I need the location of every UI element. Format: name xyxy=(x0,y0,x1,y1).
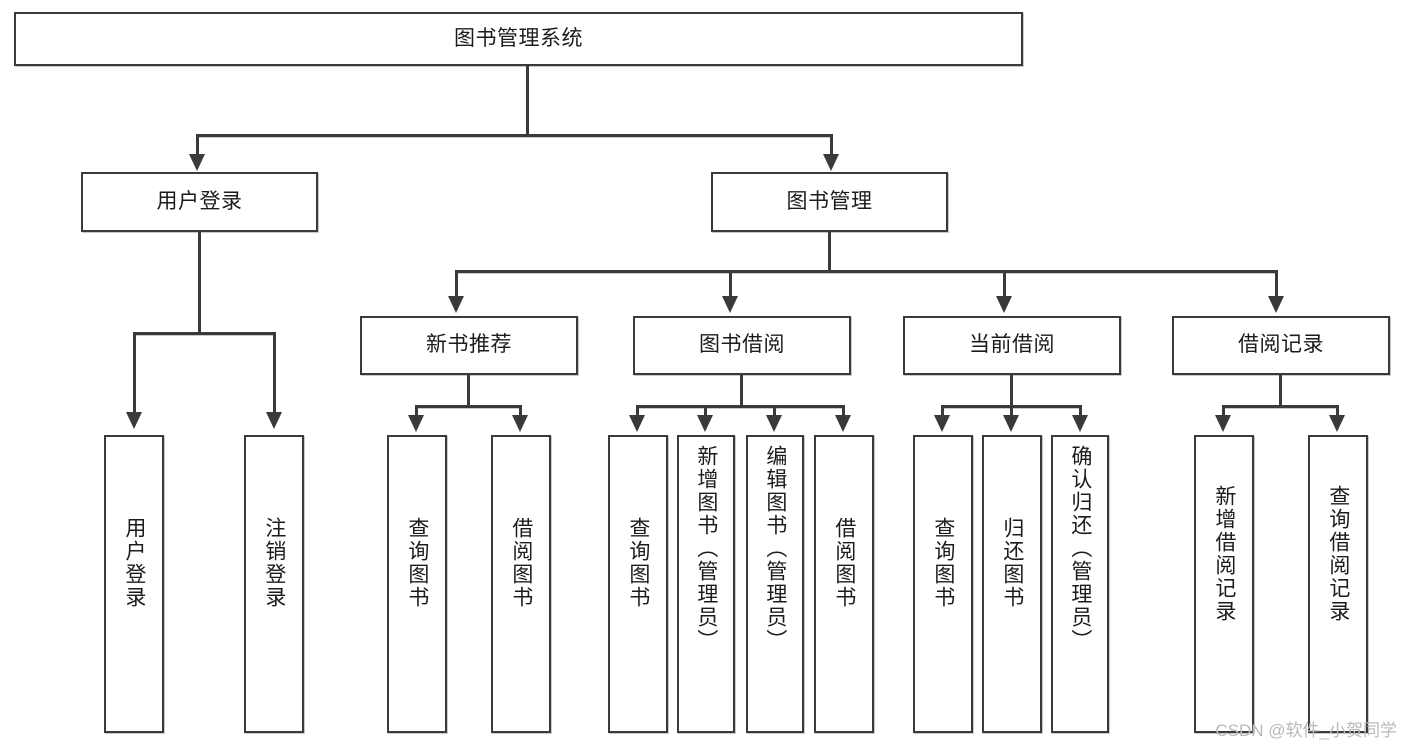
connector-drop-bb-add xyxy=(704,405,707,417)
node-current-borrow[interactable]: 当前借阅 xyxy=(903,316,1121,375)
connector-drop-bb-query xyxy=(636,405,639,417)
node-label: 图书管理 xyxy=(786,189,873,213)
leaf-label: 注销登录 xyxy=(262,517,286,609)
node-label: 图书借阅 xyxy=(699,333,785,357)
arrowhead-cb-confirm xyxy=(1072,415,1088,432)
leaf-cb-return-book[interactable]: 归还图书 xyxy=(982,435,1042,733)
arrowhead-bb-borrow xyxy=(835,415,851,432)
connector-drop-borrow-record xyxy=(1275,270,1278,298)
node-label: 当前借阅 xyxy=(969,333,1055,357)
connector-drop-user-login xyxy=(196,134,199,156)
node-book-management[interactable]: 图书管理 xyxy=(711,172,948,232)
node-label: 借阅记录 xyxy=(1238,333,1324,357)
arrowhead-borrow-record xyxy=(1268,296,1284,313)
leaf-label: 编辑图书（管理员） xyxy=(763,445,787,652)
arrowhead-book-mgmt xyxy=(823,154,839,171)
leaf-label: 查询图书 xyxy=(626,517,650,609)
arrowhead-leaf-user-login xyxy=(126,412,142,429)
arrowhead-bb-query xyxy=(629,415,645,432)
leaf-label: 查询图书 xyxy=(405,517,429,609)
leaf-bb-borrow-book[interactable]: 借阅图书 xyxy=(814,435,874,733)
leaf-label: 新增借阅记录 xyxy=(1212,485,1236,623)
arrowhead-nb-borrow xyxy=(512,415,528,432)
connector-drop-leaf-logout xyxy=(273,332,276,414)
connector-drop-br-query xyxy=(1336,405,1339,417)
node-new-book-recommend[interactable]: 新书推荐 xyxy=(360,316,578,375)
leaf-label: 新增图书（管理员） xyxy=(694,445,718,652)
arrowhead-br-add xyxy=(1215,415,1231,432)
connector-drop-book-mgmt xyxy=(830,134,833,156)
leaf-bb-edit-book[interactable]: 编辑图书（管理员） xyxy=(746,435,804,733)
node-book-borrow[interactable]: 图书借阅 xyxy=(633,316,851,375)
leaf-label: 用户登录 xyxy=(122,517,146,609)
connector-user-login-bar xyxy=(133,332,276,335)
connector-drop-bb-borrow xyxy=(842,405,845,417)
connector-borrow-record-stem xyxy=(1279,375,1282,407)
connector-drop-cb-return xyxy=(1010,405,1013,417)
node-borrow-record[interactable]: 借阅记录 xyxy=(1172,316,1390,375)
connector-new-book-bar xyxy=(415,405,522,408)
connector-current-borrow-stem xyxy=(1010,375,1013,407)
node-user-login[interactable]: 用户登录 xyxy=(81,172,318,232)
connector-root-stem xyxy=(526,66,529,136)
connector-drop-current-borrow xyxy=(1003,270,1006,298)
connector-borrow-record-bar xyxy=(1222,405,1339,408)
arrowhead-current-borrow xyxy=(996,296,1012,313)
leaf-cb-query-book[interactable]: 查询图书 xyxy=(913,435,973,733)
leaf-nb-borrow-book[interactable]: 借阅图书 xyxy=(491,435,551,733)
arrowhead-bb-edit xyxy=(766,415,782,432)
arrowhead-user-login xyxy=(189,154,205,171)
connector-book-mgmt-stem xyxy=(828,232,831,272)
connector-book-borrow-bar xyxy=(636,405,845,408)
leaf-br-query-record[interactable]: 查询借阅记录 xyxy=(1308,435,1368,733)
leaf-label: 确认归还（管理员） xyxy=(1068,445,1092,652)
arrowhead-leaf-logout xyxy=(266,412,282,429)
connector-drop-nb-borrow xyxy=(519,405,522,417)
connector-drop-cb-confirm xyxy=(1079,405,1082,417)
connector-drop-br-add xyxy=(1222,405,1225,417)
leaf-label: 借阅图书 xyxy=(509,517,533,609)
connector-drop-nb-query xyxy=(415,405,418,417)
leaf-cb-confirm-return[interactable]: 确认归还（管理员） xyxy=(1051,435,1109,733)
connector-drop-bb-edit xyxy=(773,405,776,417)
connector-user-login-stem xyxy=(198,232,201,334)
connector-drop-book-borrow xyxy=(729,270,732,298)
arrowhead-cb-query xyxy=(934,415,950,432)
arrowhead-nb-query xyxy=(408,415,424,432)
leaf-label: 查询借阅记录 xyxy=(1326,485,1350,623)
node-label: 图书管理系统 xyxy=(454,26,583,50)
connector-root-bar xyxy=(196,134,833,137)
connector-new-book-stem xyxy=(467,375,470,407)
node-label: 新书推荐 xyxy=(426,333,512,357)
connector-book-borrow-stem xyxy=(740,375,743,407)
node-label: 用户登录 xyxy=(156,189,243,213)
arrowhead-new-book xyxy=(448,296,464,313)
leaf-label: 借阅图书 xyxy=(832,517,856,609)
arrowhead-cb-return xyxy=(1003,415,1019,432)
connector-drop-new-book xyxy=(455,270,458,298)
leaf-nb-query-book[interactable]: 查询图书 xyxy=(387,435,447,733)
leaf-br-add-record[interactable]: 新增借阅记录 xyxy=(1194,435,1254,733)
leaf-bb-query-book[interactable]: 查询图书 xyxy=(608,435,668,733)
connector-drop-leaf-user-login xyxy=(133,332,136,414)
leaf-label: 归还图书 xyxy=(1000,517,1024,609)
arrowhead-book-borrow xyxy=(722,296,738,313)
connector-drop-cb-query xyxy=(941,405,944,417)
leaf-bb-add-book[interactable]: 新增图书（管理员） xyxy=(677,435,735,733)
leaf-user-login[interactable]: 用户登录 xyxy=(104,435,164,733)
node-root-system[interactable]: 图书管理系统 xyxy=(14,12,1023,66)
leaf-label: 查询图书 xyxy=(931,517,955,609)
leaf-logout[interactable]: 注销登录 xyxy=(244,435,304,733)
arrowhead-bb-add xyxy=(697,415,713,432)
connector-book-mgmt-bar xyxy=(455,270,1278,273)
arrowhead-br-query xyxy=(1329,415,1345,432)
